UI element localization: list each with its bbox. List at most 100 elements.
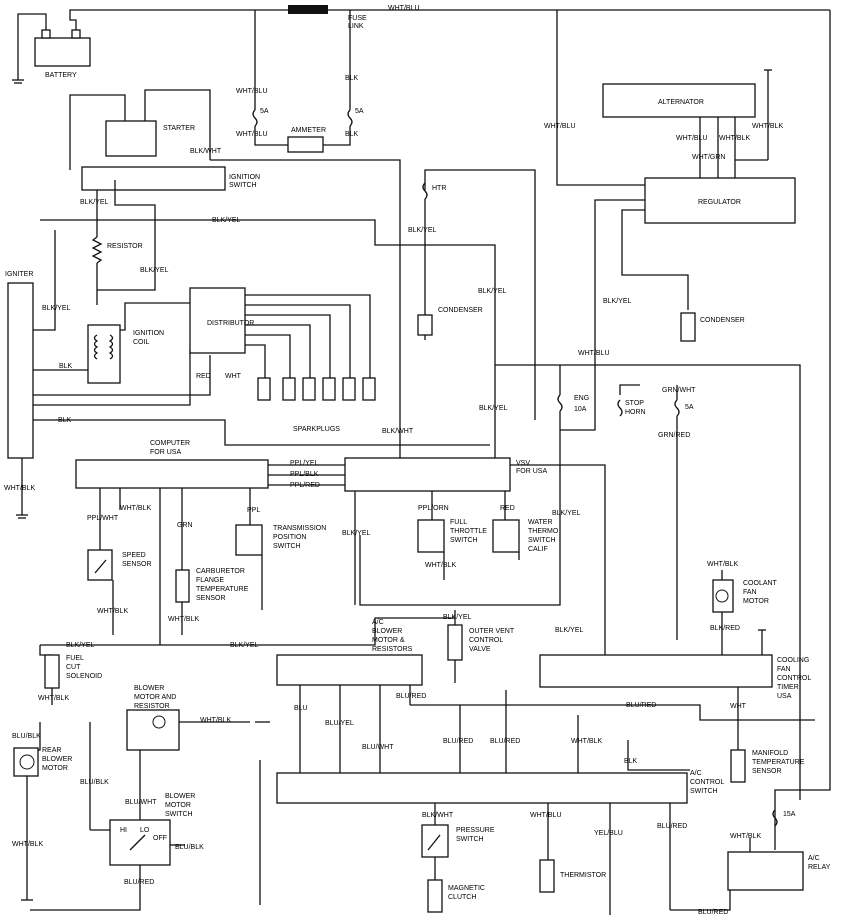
coolant-fan-label: COOLANT xyxy=(743,580,778,587)
svg-text:POSITION: POSITION xyxy=(273,534,306,541)
svg-text:CLUTCH: CLUTCH xyxy=(448,894,476,901)
svg-text:WHT/BLK: WHT/BLK xyxy=(752,123,783,130)
manifold-label: MANIFOLD xyxy=(752,750,788,757)
svg-text:AMMETER: AMMETER xyxy=(291,127,326,134)
svg-text:HTR: HTR xyxy=(432,185,446,192)
svg-text:BLK/YEL: BLK/YEL xyxy=(342,530,371,537)
vsv-label: VSV xyxy=(516,460,530,467)
svg-text:TEMPERATURE: TEMPERATURE xyxy=(196,586,249,593)
ac-relay-label: A/C xyxy=(808,855,820,862)
svg-text:SENSOR: SENSOR xyxy=(196,595,226,602)
svg-text:PPL/RED: PPL/RED xyxy=(290,482,320,489)
svg-text:RESISTORS: RESISTORS xyxy=(372,646,413,653)
svg-text:BLK/YEL: BLK/YEL xyxy=(603,298,632,305)
svg-text:BLU/BLK: BLU/BLK xyxy=(12,733,41,740)
svg-text:SWITCH: SWITCH xyxy=(456,836,484,843)
svg-text:IGNITER: IGNITER xyxy=(5,271,33,278)
svg-text:THROTTLE: THROTTLE xyxy=(450,528,487,535)
svg-text:WHT/BLK: WHT/BLK xyxy=(12,841,43,848)
svg-text:BLU/YEL: BLU/YEL xyxy=(325,720,354,727)
svg-text:WHT/BLU: WHT/BLU xyxy=(236,88,268,95)
svg-text:BLK/YEL: BLK/YEL xyxy=(555,627,584,634)
svg-text:BLK: BLK xyxy=(58,417,72,424)
svg-text:BLU/RED: BLU/RED xyxy=(490,738,520,745)
svg-text:BLK/YEL: BLK/YEL xyxy=(443,614,472,621)
svg-text:MOTOR: MOTOR xyxy=(42,765,68,772)
svg-text:BLK/YEL: BLK/YEL xyxy=(479,405,508,412)
blower-switch-label: BLOWER xyxy=(165,793,195,800)
eng-10a-label: ENG xyxy=(574,395,589,402)
svg-text:BLK/YEL: BLK/YEL xyxy=(42,305,71,312)
svg-text:WHT/BLK: WHT/BLK xyxy=(168,616,199,623)
svg-text:WHT/BLK: WHT/BLK xyxy=(425,562,456,569)
svg-text:CONDENSER: CONDENSER xyxy=(700,317,745,324)
svg-text:BLK/WHT: BLK/WHT xyxy=(382,428,414,435)
svg-text:SOLENOID: SOLENOID xyxy=(66,673,102,680)
svg-text:BLU/RED: BLU/RED xyxy=(698,909,728,916)
svg-text:PPL: PPL xyxy=(247,507,260,514)
svg-text:PPL/WHT: PPL/WHT xyxy=(87,515,119,522)
svg-text:10A: 10A xyxy=(574,406,587,413)
svg-text:FOR USA: FOR USA xyxy=(516,468,547,475)
magnetic-clutch-label: MAGNETIC xyxy=(448,885,485,892)
svg-text:TEMPERATURE: TEMPERATURE xyxy=(752,759,805,766)
svg-text:THERMISTOR: THERMISTOR xyxy=(560,872,606,879)
svg-text:YEL/BLU: YEL/BLU xyxy=(594,830,623,837)
svg-text:HORN: HORN xyxy=(625,409,646,416)
svg-text:BLK: BLK xyxy=(59,363,73,370)
svg-text:PPL/BLK: PPL/BLK xyxy=(290,471,319,478)
svg-text:BLU/WHT: BLU/WHT xyxy=(125,799,157,806)
svg-text:WHT/BLK: WHT/BLK xyxy=(200,717,231,724)
svg-text:WHT: WHT xyxy=(730,703,747,710)
carburetor-label: CARBURETOR xyxy=(196,568,245,575)
svg-text:OFF: OFF xyxy=(153,835,167,842)
blower-motor-res-label: BLOWER xyxy=(134,685,164,692)
battery-label: BATTERY xyxy=(45,72,77,79)
svg-text:WHT/BLU: WHT/BLU xyxy=(578,350,610,357)
svg-text:CUT: CUT xyxy=(66,664,81,671)
svg-text:BLK: BLK xyxy=(345,75,359,82)
svg-text:ALTERNATOR: ALTERNATOR xyxy=(658,99,704,106)
svg-text:FAN: FAN xyxy=(743,589,757,596)
svg-text:MOTOR &: MOTOR & xyxy=(372,637,405,644)
svg-text:WHT/BLK: WHT/BLK xyxy=(707,561,738,568)
svg-text:BLK/WHT: BLK/WHT xyxy=(190,148,222,155)
svg-text:WHT/GRN: WHT/GRN xyxy=(692,154,725,161)
full-throttle-label: FULL xyxy=(450,519,467,526)
svg-text:BLK/WHT: BLK/WHT xyxy=(422,812,454,819)
svg-text:MOTOR: MOTOR xyxy=(743,598,769,605)
svg-text:BLK/YEL: BLK/YEL xyxy=(552,510,581,517)
svg-text:BLU/RED: BLU/RED xyxy=(443,738,473,745)
svg-text:WHT/BLK: WHT/BLK xyxy=(571,738,602,745)
rear-blower-label: REAR xyxy=(42,747,61,754)
svg-text:CONTROL: CONTROL xyxy=(690,779,724,786)
speed-sensor-label: SPEED xyxy=(122,552,146,559)
svg-text:BLU/BLK: BLU/BLK xyxy=(175,844,204,851)
svg-text:SWITCH: SWITCH xyxy=(165,811,193,818)
svg-text:GRN: GRN xyxy=(177,522,193,529)
svg-text:WHT/BLU: WHT/BLU xyxy=(544,123,576,130)
svg-text:RED: RED xyxy=(500,505,515,512)
svg-text:BLK/YEL: BLK/YEL xyxy=(80,199,109,206)
svg-text:WHT/BLK: WHT/BLK xyxy=(4,485,35,492)
svg-text:LO: LO xyxy=(140,827,150,834)
svg-text:5A: 5A xyxy=(685,404,694,411)
svg-text:BLU/RED: BLU/RED xyxy=(626,702,656,709)
svg-text:WHT: WHT xyxy=(225,373,242,380)
svg-text:5A: 5A xyxy=(260,108,269,115)
svg-text:DISTRIBUTOR: DISTRIBUTOR xyxy=(207,320,254,327)
svg-text:PPL/YEL: PPL/YEL xyxy=(290,460,319,467)
svg-text:BLK/YEL: BLK/YEL xyxy=(478,288,507,295)
svg-text:HI: HI xyxy=(120,827,127,834)
ac-blower-label: A/C xyxy=(372,619,384,626)
svg-text:SENSOR: SENSOR xyxy=(752,768,782,775)
svg-text:BLU/WHT: BLU/WHT xyxy=(362,744,394,751)
svg-text:STARTER: STARTER xyxy=(163,125,195,132)
svg-text:CALIF: CALIF xyxy=(528,546,548,553)
svg-text:BLK/YEL: BLK/YEL xyxy=(66,642,95,649)
svg-text:RED: RED xyxy=(196,373,211,380)
svg-text:TIMER: TIMER xyxy=(777,684,799,691)
svg-text:VALVE: VALVE xyxy=(469,646,491,653)
battery: BATTERY xyxy=(34,29,91,79)
svg-text:COIL: COIL xyxy=(133,339,149,346)
